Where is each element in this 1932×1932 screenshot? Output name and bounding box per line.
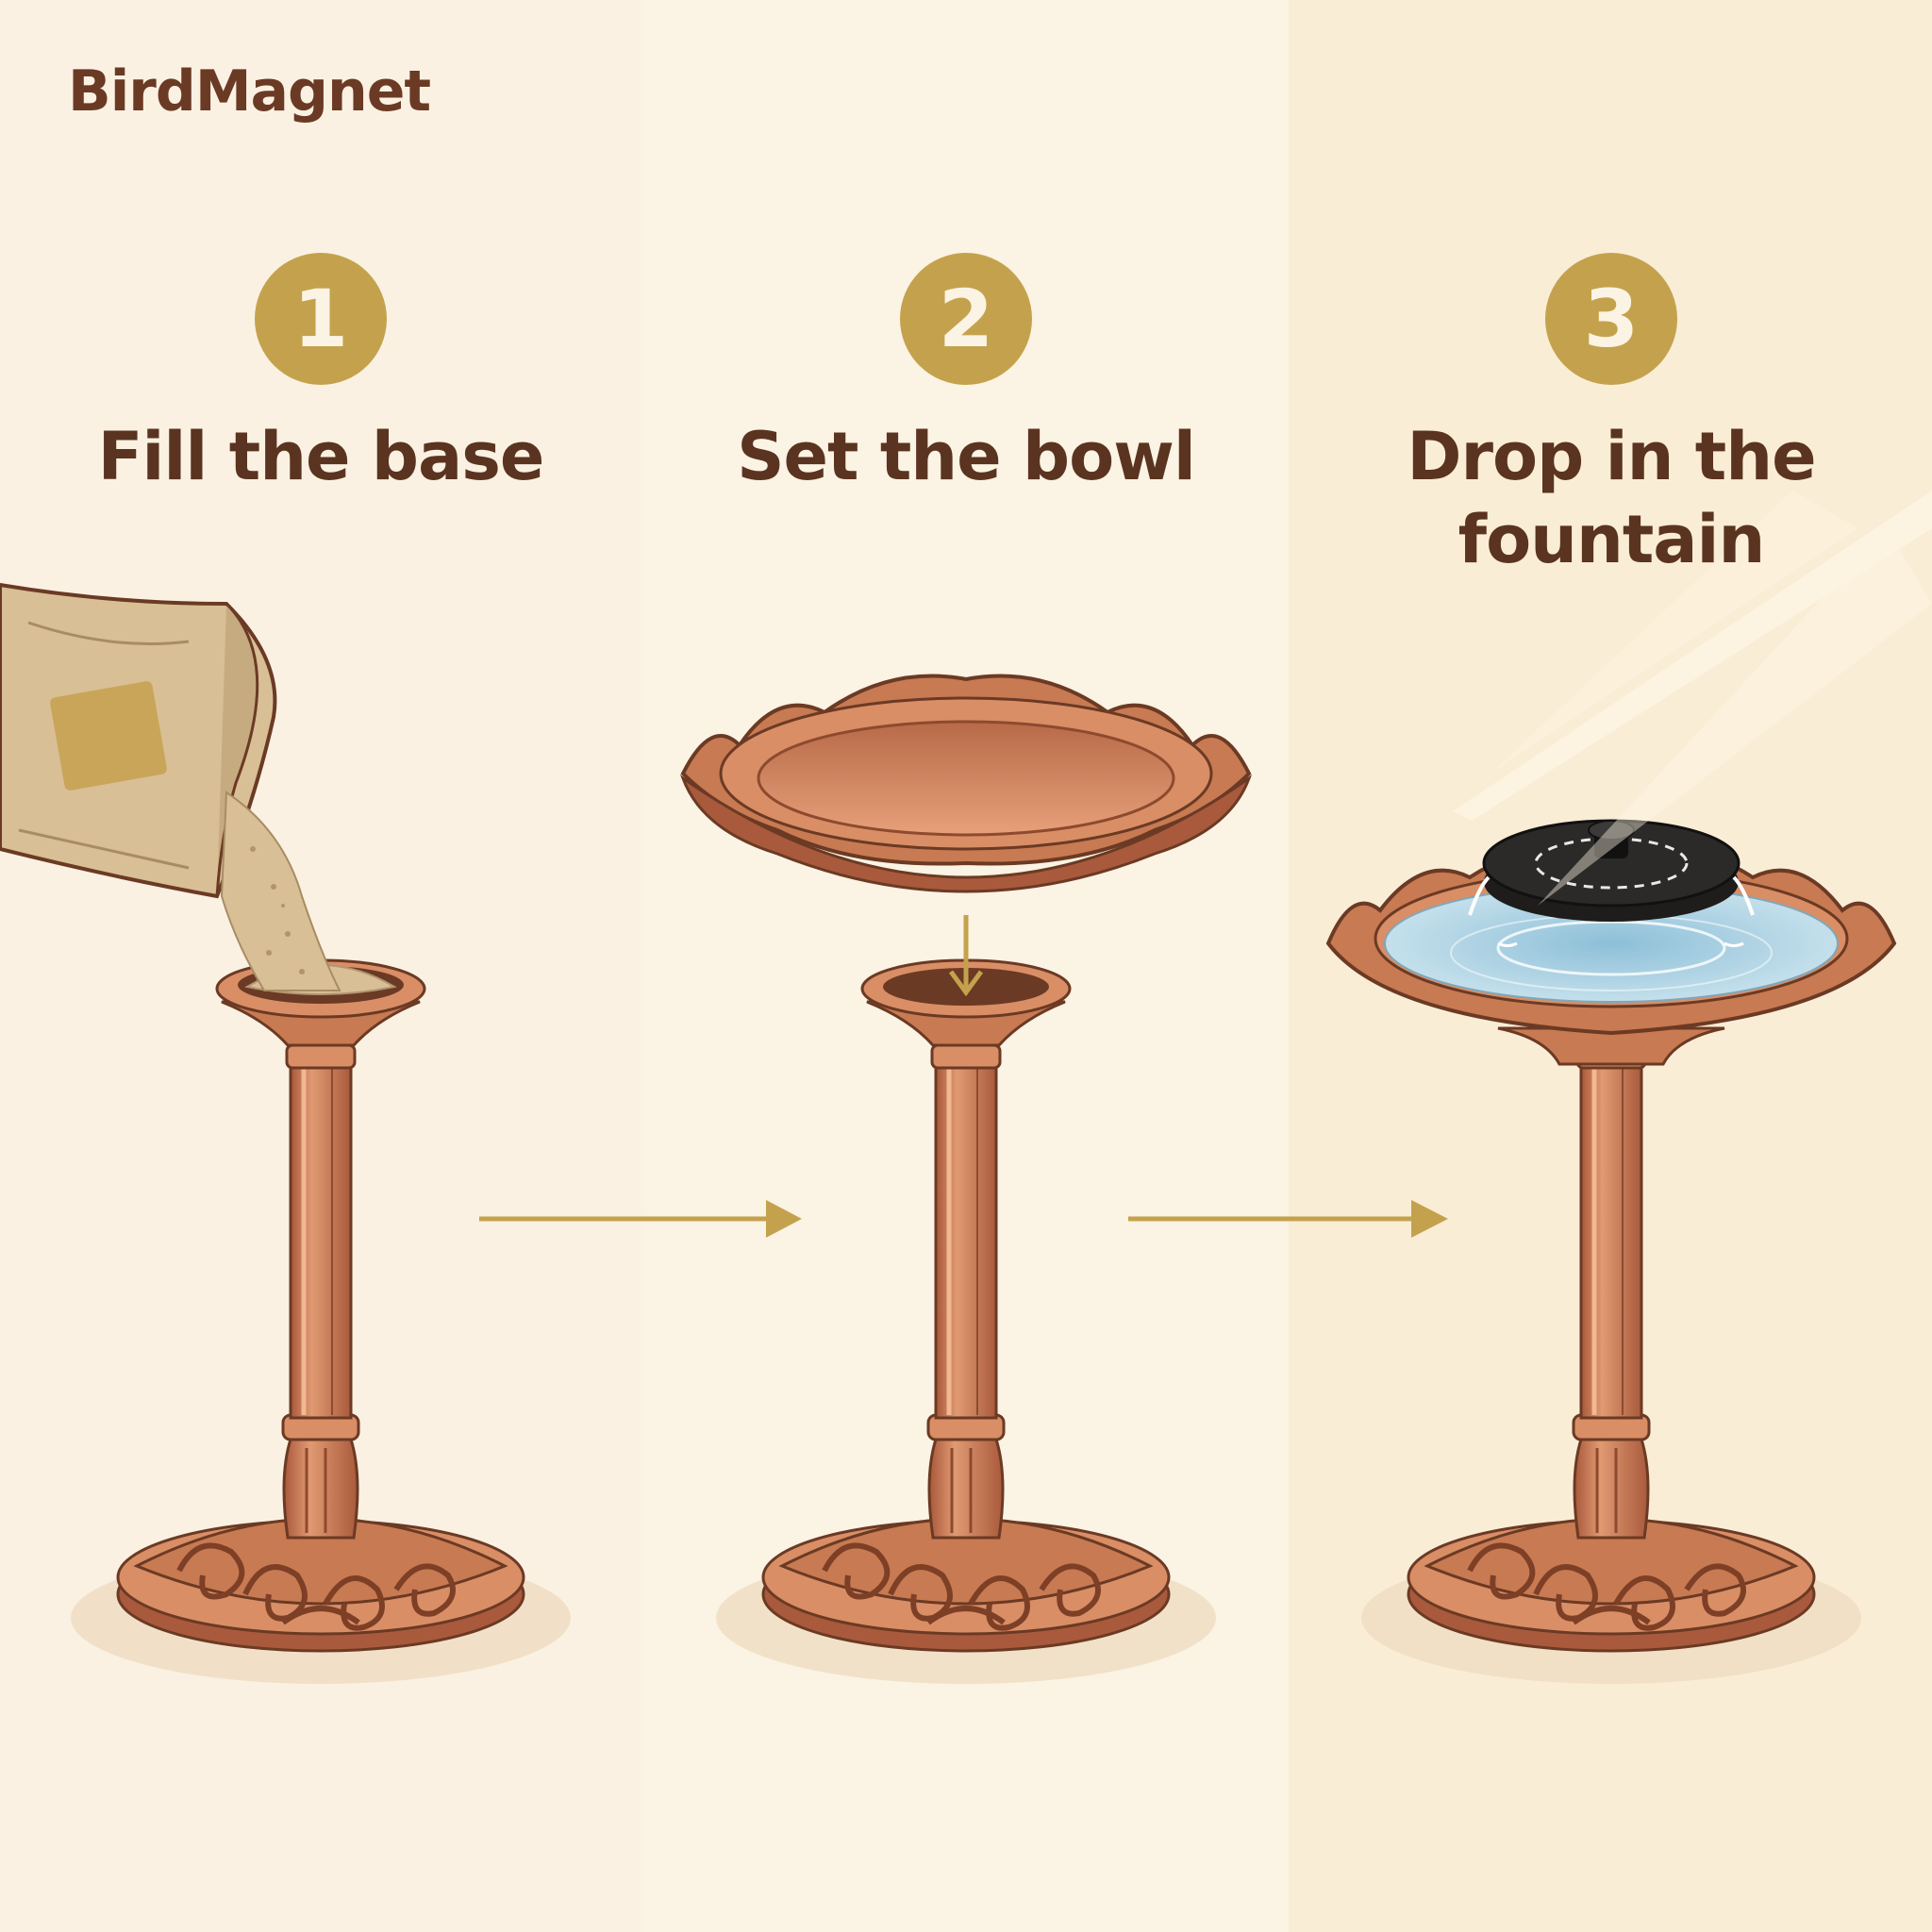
arrow-1-to-2: [479, 1200, 802, 1238]
pedestal-2: [716, 915, 1216, 1684]
step-3-title: Drop in the fountain: [1407, 418, 1816, 578]
sun-rays: [1453, 491, 1932, 906]
step-1-title: Fill the base: [97, 418, 545, 495]
step-2-number-badge: 2: [900, 253, 1032, 385]
floating-bowl: [679, 674, 1253, 893]
solar-fountain-icon: [1482, 819, 1740, 922]
sand-bag: [0, 582, 341, 991]
pedestal-1: [71, 958, 571, 1684]
assembled-birdbath: [1325, 819, 1897, 1684]
step-2-title: Set the bowl: [737, 418, 1196, 495]
brand-logo-text: BirdMagnet: [68, 58, 431, 125]
arrow-2-to-3: [1128, 1200, 1448, 1238]
step-1-number-badge: 1: [255, 253, 387, 385]
step-3-number-badge: 3: [1545, 253, 1677, 385]
